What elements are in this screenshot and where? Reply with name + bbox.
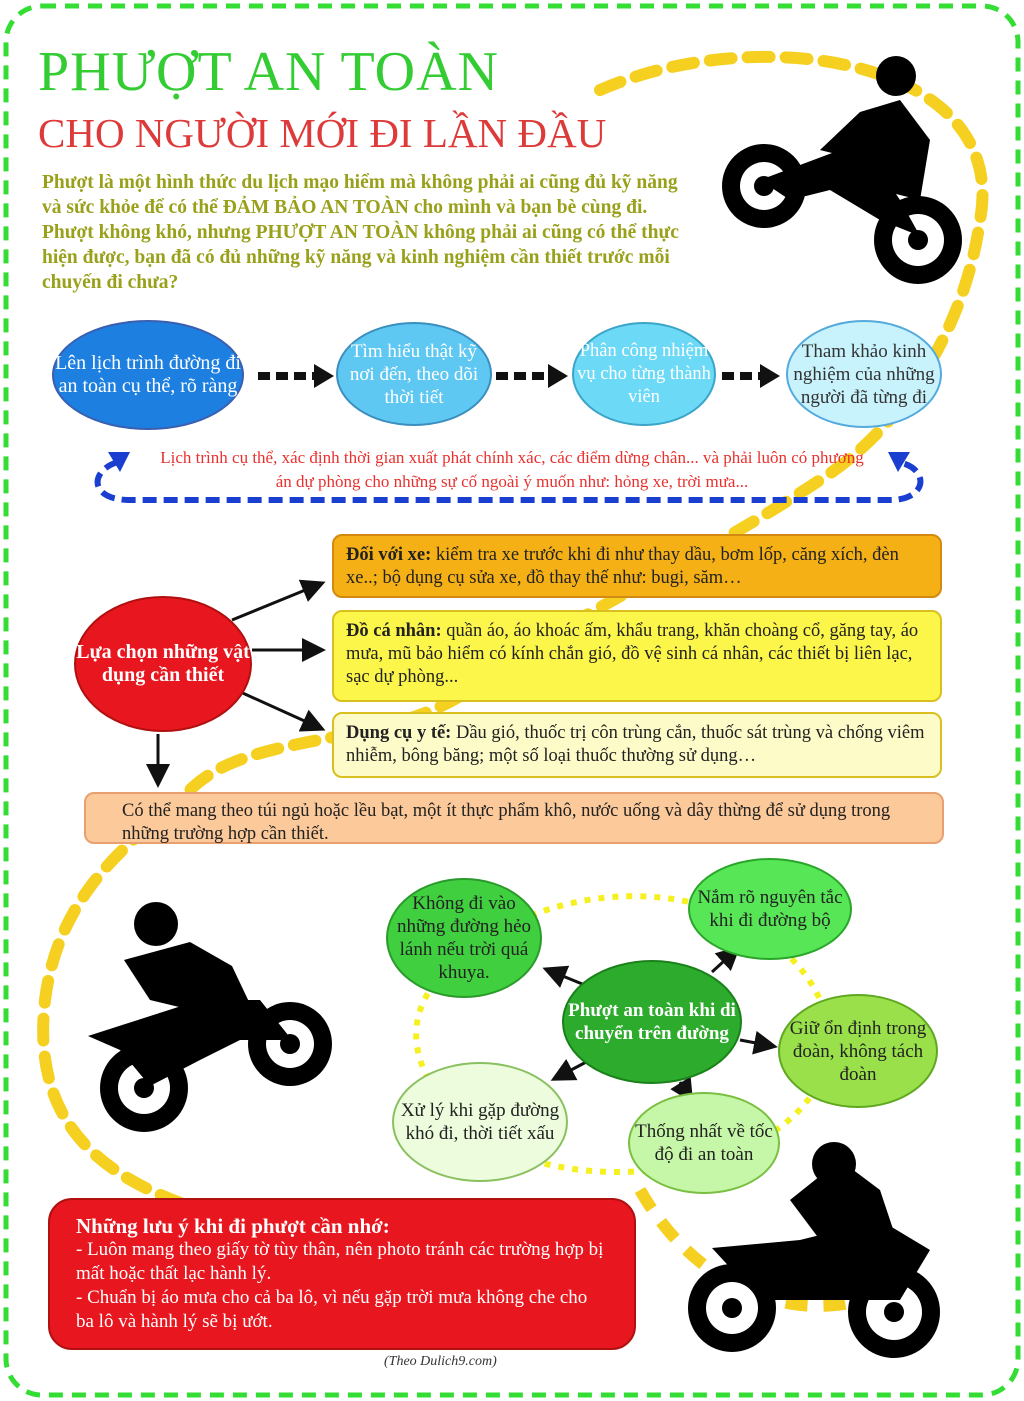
travel-item-1: Không đi vào những đường hẻo lánh nếu tr…: [386, 878, 542, 998]
motorbike-rider-silhouette-top: [722, 56, 962, 284]
travel-item-5: Xử lý khi gặp đường khó đi, thời tiết xấ…: [392, 1062, 568, 1182]
notes-heading: Những lưu ý khi đi phượt cần nhớ:: [76, 1214, 390, 1238]
plan-step-4: Tham khảo kinh nghiệm của những người đã…: [786, 320, 942, 428]
title-line-1: PHƯỢT AN TOÀN: [38, 41, 499, 103]
notes-item-1: - Luôn mang theo giấy tờ tùy thân, nên p…: [76, 1239, 604, 1284]
winding-path-end: [634, 1187, 925, 1312]
plan-arrow-1: [258, 364, 334, 388]
plan-step-1: Lên lịch trình đường đi an toàn cụ thể, …: [52, 320, 244, 430]
plan-note: Lịch trình cụ thể, xác định thời gian xu…: [160, 448, 864, 491]
gear-extra-note: Có thể mang theo túi ngủ hoặc lều bạt, m…: [84, 792, 944, 844]
gear-item-label: Dụng cụ y tế:: [346, 723, 452, 743]
gear-item-text: Dầu gió, thuốc trị côn trùng cắn, thuốc …: [346, 723, 925, 766]
title-line-2: CHO NGƯỜI MỚI ĐI LẦN ĐẦU: [38, 110, 607, 156]
travel-item-3: Giữ ổn định trong đoàn, không tách đoàn: [778, 994, 938, 1108]
loop-arrow: [94, 459, 924, 503]
gear-arrow-1: [231, 579, 326, 622]
loop-arrow-head-right: [888, 452, 910, 472]
gear-item-personal: Đồ cá nhân: quần áo, áo khoác ấm, khẩu t…: [332, 610, 942, 702]
notes-item-2: - Chuẩn bị áo mưa cho cả ba lô, vì nếu g…: [76, 1287, 588, 1332]
gear-item-text: kiểm tra xe trước khi đi như thay dầu, b…: [346, 545, 899, 588]
notes-box: Những lưu ý khi đi phượt cần nhớ: - Luôn…: [48, 1198, 636, 1350]
plan-step-3: Phân công nhiệm vụ cho từng thành viên: [572, 322, 716, 426]
page-border: [3, 3, 1021, 1398]
travel-center-circle: Phượt an toàn khi di chuyển trên đường: [562, 960, 742, 1084]
gear-item-text: quần áo, áo khoác ấm, khẩu trang, khăn c…: [346, 621, 919, 687]
gear-item-label: Đồ cá nhân:: [346, 621, 442, 641]
motorbike-rider-silhouette-bottom: [688, 1142, 940, 1358]
loop-arrow-head-left: [108, 452, 130, 472]
gear-center-circle: Lựa chọn những vật dụng cần thiết: [74, 596, 252, 732]
plan-arrow-3: [722, 364, 780, 388]
travel-arrow-3: [739, 1030, 778, 1055]
plan-step-2: Tìm hiểu thật kỹ nơi đến, theo dõi thời …: [336, 322, 492, 426]
intro-paragraph: Phượt là một hình thức du lịch mạo hiểm …: [42, 172, 679, 293]
source-credit: (Theo Dulich9.com): [384, 1354, 497, 1369]
travel-item-4: Thống nhất về tốc độ đi an toàn: [628, 1092, 780, 1194]
gear-item-medical: Dụng cụ y tế: Dầu gió, thuốc trị côn trù…: [332, 712, 942, 778]
plan-arrow-2: [496, 364, 568, 388]
motorbike-rider-silhouette-left: [88, 902, 332, 1132]
travel-item-2: Nắm rõ nguyên tắc khi đi đường bộ: [688, 858, 852, 960]
gear-item-vehicle: Đối với xe: kiểm tra xe trước khi đi như…: [332, 534, 942, 598]
gear-arrow-3: [235, 688, 326, 732]
gear-item-label: Đối với xe:: [346, 545, 432, 565]
